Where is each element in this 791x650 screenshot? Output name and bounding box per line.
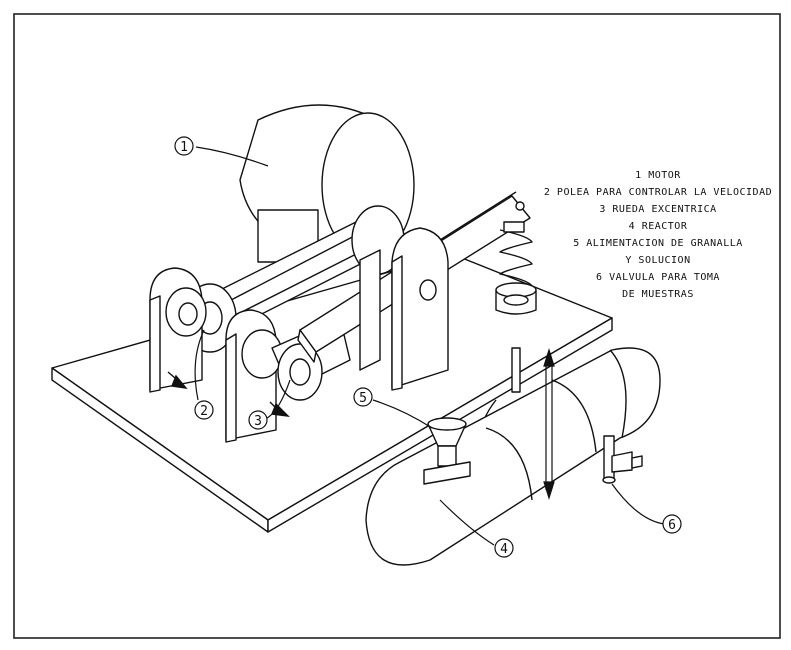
legend-item-5: 5 ALIMENTACION DE GRANALLA (573, 238, 743, 249)
spring-cup (495, 282, 537, 315)
callout-1: 1 (174, 136, 194, 156)
legend-item-1: 1 MOTOR (635, 170, 681, 181)
callout-3: 3 (248, 410, 268, 430)
legend: 1 MOTOR 2 POLEA PARA CONTROLAR LA VELOCI… (544, 170, 772, 300)
callout-5: 5 (353, 387, 373, 407)
rotation-arrows (167, 371, 290, 417)
legend-item-5-cont: Y SOLUCION (625, 255, 690, 266)
legend-item-2: 2 POLEA PARA CONTROLAR LA VELOCIDAD (544, 187, 772, 198)
pulley-assembly (183, 205, 405, 353)
callout-5-label: 5 (359, 391, 367, 406)
callout-3-label: 3 (254, 414, 262, 429)
legend-item-4: 4 REACTOR (629, 221, 688, 232)
outer-border (13, 13, 781, 639)
legend-item-6-cont: DE MUESTRAS (622, 289, 694, 300)
feed-funnel (423, 417, 471, 485)
callout-4-label: 4 (500, 542, 508, 557)
callout-2-label: 2 (200, 404, 208, 419)
callout-6-label: 6 (668, 518, 676, 533)
reactor (365, 347, 661, 566)
legend-item-6: 6 VALVULA PARA TOMA (596, 272, 720, 283)
left-bearing-stand (149, 267, 207, 393)
callout-1-label: 1 (180, 140, 188, 155)
rear-bearing-stand (359, 227, 449, 391)
callout-2: 2 (194, 400, 214, 420)
stroke-indicator (543, 347, 555, 501)
legend-item-3: 3 RUEDA EXCENTRICA (599, 204, 716, 215)
sample-valve (602, 435, 643, 484)
callout-4: 4 (494, 538, 514, 558)
middle-bearing-stand (225, 309, 283, 443)
callout-6: 6 (662, 514, 682, 534)
